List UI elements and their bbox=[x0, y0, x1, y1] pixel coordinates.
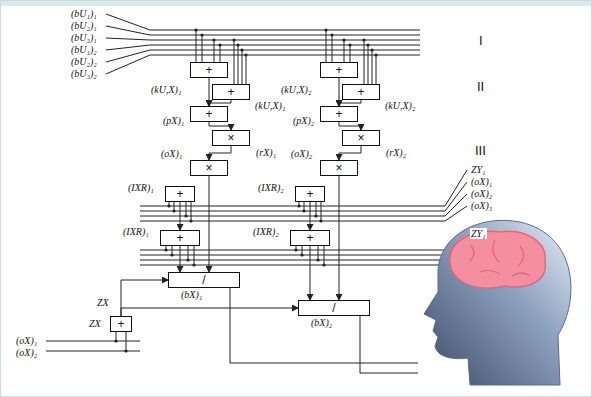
operator-box: + bbox=[165, 186, 195, 202]
operator-box: + bbox=[290, 230, 330, 246]
stage-number: III bbox=[474, 144, 487, 158]
signal-name: (rX)₁ bbox=[255, 147, 277, 158]
signal-connector bbox=[310, 202, 311, 230]
operator-symbol: / bbox=[332, 302, 335, 314]
signal-connector bbox=[121, 308, 298, 316]
signal-name: (IXR)₂ bbox=[252, 226, 280, 237]
operator-box: + bbox=[320, 106, 358, 122]
signal-name: (bU₂)₂ bbox=[70, 56, 98, 67]
operator-box: + bbox=[295, 186, 325, 202]
signal-name: (IXR)₂ bbox=[257, 182, 285, 193]
operator-box: / bbox=[168, 272, 240, 288]
signal-name: (bX)₂ bbox=[310, 317, 333, 328]
signal-name: (bU₁)₂ bbox=[70, 44, 98, 55]
signal-name: (oX)₂ bbox=[470, 188, 493, 199]
signal-connector bbox=[209, 122, 231, 130]
operator-box: + bbox=[190, 62, 228, 78]
signal-name: (oX)₁ bbox=[15, 335, 38, 346]
signal-name: ZY₁ bbox=[470, 228, 487, 239]
signal-name: (IXR)₁ bbox=[127, 182, 155, 193]
signal-connector bbox=[121, 280, 168, 316]
signal-name: (bU₃)₂ bbox=[70, 68, 98, 79]
signal-connector bbox=[180, 246, 181, 272]
signal-connector bbox=[209, 146, 231, 160]
operator-box: × bbox=[212, 130, 250, 146]
signal-connector bbox=[339, 122, 361, 130]
operator-symbol: + bbox=[306, 188, 313, 200]
operator-symbol: + bbox=[117, 318, 124, 330]
operator-box: + bbox=[110, 316, 132, 332]
operator-symbol: × bbox=[205, 162, 212, 174]
operator-box: × bbox=[320, 160, 358, 176]
operator-symbol: + bbox=[176, 188, 183, 200]
operator-symbol: + bbox=[357, 86, 364, 98]
operator-symbol: / bbox=[202, 274, 205, 286]
signal-name: (pX)₂ bbox=[292, 115, 315, 126]
operator-box: + bbox=[190, 106, 228, 122]
signal-name: (pX)₁ bbox=[162, 115, 185, 126]
signal-connector bbox=[310, 246, 311, 300]
signal-connector bbox=[339, 176, 340, 300]
signal-name: (kU,X)₁ bbox=[254, 100, 286, 111]
operator-symbol: × bbox=[335, 162, 342, 174]
signal-connector bbox=[209, 78, 210, 106]
operator-box: × bbox=[190, 160, 228, 176]
operator-symbol: + bbox=[205, 64, 212, 76]
operator-symbol: + bbox=[306, 232, 313, 244]
signal-name: (bU₂)₁ bbox=[70, 20, 98, 31]
signal-name: ZX bbox=[88, 318, 102, 329]
signal-name: ZX bbox=[96, 297, 110, 308]
signal-name: ZY₁ bbox=[470, 164, 487, 175]
signal-name: (rX)₂ bbox=[385, 147, 407, 158]
operator-symbol: × bbox=[227, 132, 234, 144]
operator-symbol: + bbox=[176, 232, 183, 244]
signal-name: (kU,X)₂ bbox=[384, 100, 416, 111]
signal-name: (oX)₂ bbox=[15, 347, 38, 358]
operator-symbol: + bbox=[335, 108, 342, 120]
operator-box: + bbox=[320, 62, 358, 78]
stage-number: II bbox=[476, 80, 485, 94]
operator-symbol: + bbox=[227, 86, 234, 98]
signal-name: (bU₁)₁ bbox=[70, 8, 98, 19]
signal-connector bbox=[209, 176, 210, 272]
stage-number: I bbox=[478, 34, 484, 48]
operator-symbol: × bbox=[357, 132, 364, 144]
operator-box: + bbox=[160, 230, 200, 246]
operator-box: + bbox=[212, 84, 250, 100]
signal-name: (oX)₃ bbox=[470, 200, 493, 211]
signal-name: (kU,X)₁ bbox=[150, 84, 182, 95]
operator-box: × bbox=[342, 130, 380, 146]
signal-name: (IXR)₁ bbox=[122, 226, 150, 237]
signal-name: (oX)₁ bbox=[160, 148, 183, 159]
signal-connector bbox=[339, 146, 361, 160]
operator-box: + bbox=[342, 84, 380, 100]
signal-name: (kU,X)₂ bbox=[280, 84, 312, 95]
signal-connector bbox=[180, 202, 181, 230]
signal-name: (bU₃)₁ bbox=[70, 32, 98, 43]
signal-connector bbox=[339, 78, 340, 106]
operator-symbol: + bbox=[335, 64, 342, 76]
signal-name: (oX)₂ bbox=[290, 148, 313, 159]
operator-box: / bbox=[298, 300, 370, 316]
signal-name: (bX)₁ bbox=[180, 289, 203, 300]
signal-name: (oX)₁ bbox=[470, 176, 493, 187]
operator-symbol: + bbox=[205, 108, 212, 120]
